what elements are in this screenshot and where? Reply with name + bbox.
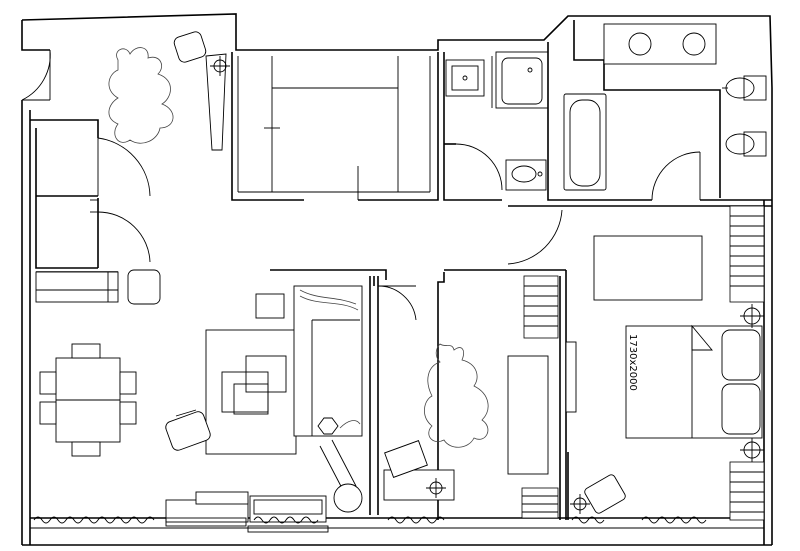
armchair	[165, 409, 211, 451]
light-fixture-icon	[740, 438, 764, 462]
hall-bench	[205, 53, 227, 151]
bedroom-wardrobe-top	[729, 205, 765, 303]
living-rug	[205, 329, 297, 455]
study-tv	[565, 341, 577, 413]
study-wardrobe-bottom	[521, 487, 559, 519]
light-fixture-icon	[210, 56, 230, 76]
study-rug	[424, 343, 489, 448]
hall-closets	[30, 119, 151, 269]
light-fixture-icon	[426, 478, 446, 498]
light-fixture-icon	[740, 304, 764, 328]
entry-door	[21, 49, 51, 101]
hall-rug	[108, 47, 174, 144]
kitchen-counter	[35, 271, 119, 303]
master-bedroom	[507, 205, 772, 265]
radiator-study	[387, 516, 445, 524]
study-desk	[507, 355, 549, 475]
light-fixture-icon	[570, 494, 590, 514]
bedroom-wardrobe-bottom	[729, 461, 765, 521]
tv-unit	[165, 491, 327, 523]
wardrobe-room	[231, 52, 439, 201]
bedroom-chair	[584, 474, 626, 514]
living-pouf	[127, 269, 161, 305]
sofa	[293, 285, 363, 437]
hall-pouf	[173, 31, 207, 63]
radiator-bedroom	[571, 516, 707, 524]
study-chair	[383, 440, 455, 501]
bathroom-large	[547, 20, 772, 201]
floor-lamp	[319, 439, 363, 513]
radiator-living	[33, 516, 319, 524]
bed: 1730x2000	[625, 324, 763, 439]
bed-size-label: 1730x2000	[627, 334, 638, 391]
bathroom-small	[443, 51, 549, 201]
side-table	[255, 293, 285, 319]
bedroom-rug	[593, 235, 703, 301]
study-wardrobe	[523, 275, 559, 339]
dining-set	[39, 343, 137, 457]
